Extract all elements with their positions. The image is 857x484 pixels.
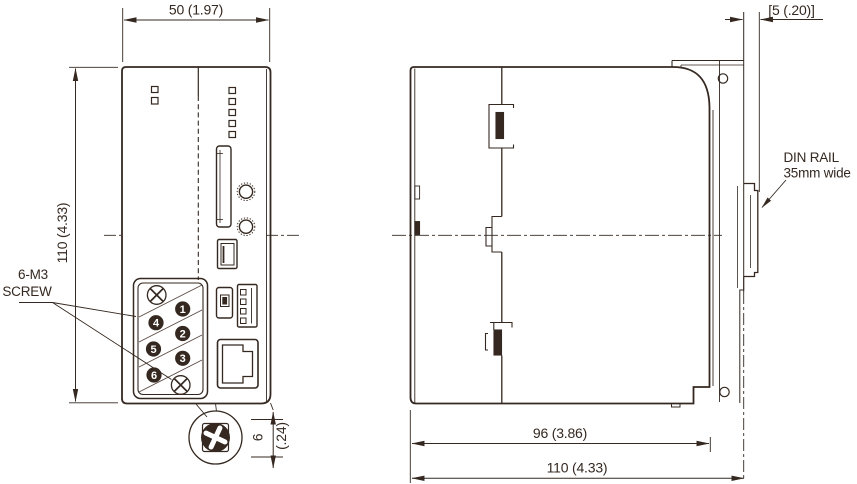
din-rail-callout: DIN RAIL 35mm wide <box>761 150 851 208</box>
rotary-dial <box>236 217 256 236</box>
dim-width-top <box>122 8 271 62</box>
din-rail-label-line1: DIN RAIL <box>784 150 840 165</box>
terminal-5-number: 5 <box>150 344 156 356</box>
dim-total-depth-text: 110 (4.33) <box>547 460 608 476</box>
terminal-6-number: 6 <box>151 370 157 382</box>
led-indicator <box>150 96 159 105</box>
side-body <box>409 66 711 405</box>
din-rail-profile <box>737 12 760 479</box>
dim-height-left <box>69 66 118 404</box>
terminal-separators <box>138 284 203 393</box>
dim-body-depth-text: 96 (3.86) <box>533 425 587 441</box>
rail-clamp-screw-top <box>717 73 729 84</box>
screw-label-line1: 6-M3 <box>18 267 48 282</box>
side-dimensions <box>409 16 823 483</box>
terminal-6-badge: 6 <box>146 367 162 383</box>
phillips-cross-icon <box>203 425 228 450</box>
clip-latch-bottom <box>484 321 513 356</box>
rail-clamp-screw-bottom <box>719 386 730 398</box>
top-mounting-tab <box>671 59 744 67</box>
terminal-4-badge: 4 <box>148 315 164 331</box>
slide-switch <box>215 286 234 319</box>
side-view <box>392 12 760 479</box>
terminal-5-badge: 5 <box>145 341 162 357</box>
terminal-block <box>132 277 209 400</box>
screw-detail: 6 (.24) <box>188 402 289 469</box>
front-view: 1 2 3 4 5 6 <box>104 66 302 405</box>
din-rail-label-line2: 35mm wide <box>784 166 851 181</box>
screw-detail-circle <box>188 410 243 465</box>
io-connector <box>236 283 258 328</box>
terminal-1-badge: 1 <box>175 301 191 317</box>
dim-screw-mm-text: 6 <box>250 433 266 441</box>
dim-rail-offset-text: [5 (.20)] <box>768 2 814 18</box>
terminal-3-badge: 3 <box>175 350 191 366</box>
screw-label-line2: SCREW <box>2 284 52 299</box>
rj45-port <box>216 338 259 389</box>
dim-width-top-text: 50 (1.97) <box>169 2 223 18</box>
terminal-screw-bottom <box>170 375 191 395</box>
dip-switch-column <box>228 86 237 139</box>
dim-body-depth <box>409 410 711 483</box>
dim-screw-length <box>251 402 283 469</box>
rotary-dial <box>236 182 256 201</box>
terminal-screw-top <box>146 285 167 305</box>
terminal-badges: 1 2 3 4 5 6 <box>145 301 191 383</box>
screw-callout: 6-M3 SCREW <box>2 267 172 380</box>
clip-latch-middle <box>485 215 502 253</box>
front-dimensions <box>69 8 271 404</box>
terminal-2-badge: 2 <box>175 325 191 342</box>
dim-screw-in-text: (.24) <box>273 422 289 450</box>
screw-label-leaders <box>19 302 172 380</box>
bottom-foot <box>671 403 681 408</box>
clip-latch-top <box>488 103 515 149</box>
sd-card-slot <box>215 145 232 228</box>
terminal-4-number: 4 <box>153 318 160 330</box>
dim-height-left-text: 110 (4.33) <box>54 203 70 264</box>
terminal-3-number: 3 <box>180 353 186 365</box>
usb-port <box>216 238 238 270</box>
front-edge-hook <box>414 221 421 235</box>
screw-detail-leaders <box>195 403 217 418</box>
terminal-1-number: 1 <box>180 304 186 316</box>
din-rail-leader <box>761 179 787 208</box>
led-indicator <box>150 85 159 94</box>
terminal-2-number: 2 <box>180 328 186 340</box>
front-body <box>121 66 272 405</box>
front-edge-hook <box>414 185 421 200</box>
